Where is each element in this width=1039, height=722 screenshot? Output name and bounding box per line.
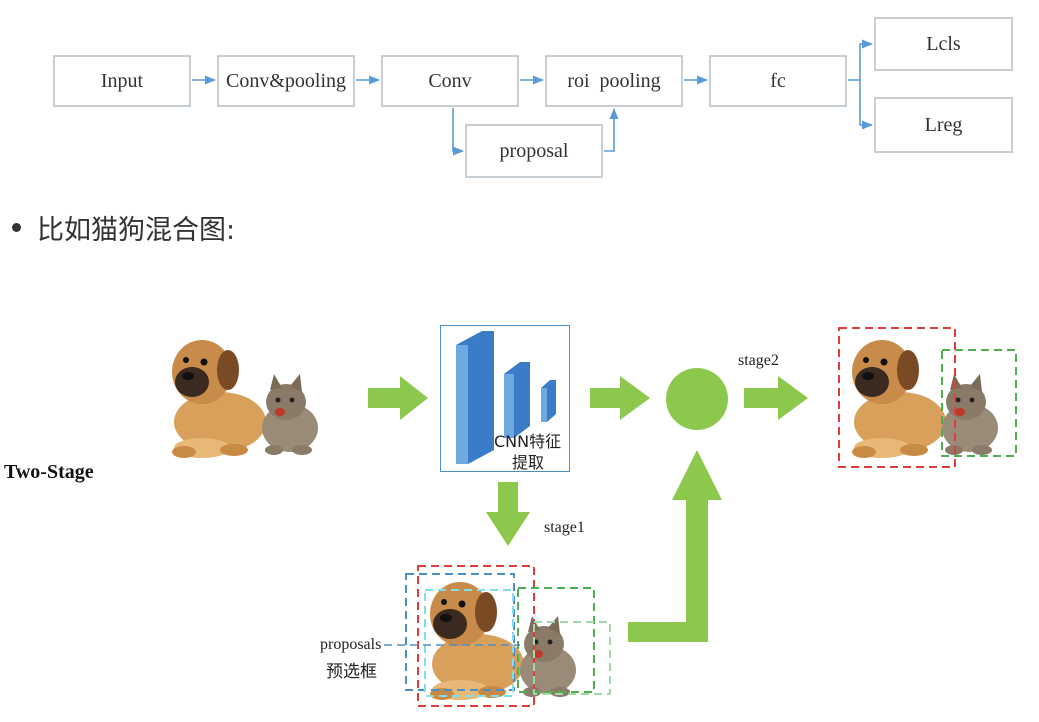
- green-arrow-up-to-circle: [628, 450, 722, 642]
- green-arrow-to-circle: [590, 376, 650, 420]
- cnn-label-line2: 提取: [512, 453, 545, 472]
- cnn-label-line1: CNN特征: [494, 432, 562, 451]
- fc-box: fc: [709, 55, 847, 107]
- green-arrow-to-cnn: [368, 376, 428, 420]
- roi-pooling-box: roi pooling: [545, 55, 683, 107]
- proposal-box-blue: [405, 573, 515, 691]
- green-arrow-down-stage1: [486, 482, 530, 546]
- output-dog-box: [838, 327, 956, 468]
- proposal-box-red: [417, 565, 535, 707]
- proposals-image-dog-cat: [430, 582, 576, 700]
- bullet-text: 比如猫狗混合图:: [37, 215, 236, 246]
- input-box: Input: [53, 55, 191, 107]
- lcls-box: Lcls: [874, 17, 1013, 71]
- bullet-item: 比如猫狗混合图:: [12, 208, 235, 247]
- arrow-conv-proposal: [452, 108, 465, 156]
- arrow-proposal-roi: [604, 107, 619, 152]
- proposals-label-line2: 预选框: [326, 662, 377, 682]
- arrow-fc-lreg: [859, 80, 874, 130]
- stage2-label: stage2: [738, 352, 779, 369]
- proposal-box-lightgreen: [533, 621, 611, 695]
- cnn-layers-icon: [456, 331, 556, 464]
- conv-pooling-box: Conv&pooling: [217, 55, 355, 107]
- output-image-dog-cat: [852, 340, 998, 458]
- lreg-box: Lreg: [874, 97, 1013, 153]
- input-image-dog-cat: [172, 340, 318, 458]
- proposal-box: proposal: [465, 124, 603, 178]
- conv-box: Conv: [381, 55, 519, 107]
- two-stage-title: Two-Stage: [4, 461, 94, 483]
- roi-circle: [666, 368, 728, 430]
- proposal-box-cyan: [424, 589, 514, 697]
- proposals-label-line1: proposals: [320, 636, 382, 653]
- stage1-label: stage1: [544, 519, 585, 536]
- bullet-dot: [12, 223, 21, 232]
- output-cat-box: [941, 349, 1017, 457]
- arrow-fc-lcls: [859, 39, 874, 80]
- green-arrow-to-output: [744, 376, 808, 420]
